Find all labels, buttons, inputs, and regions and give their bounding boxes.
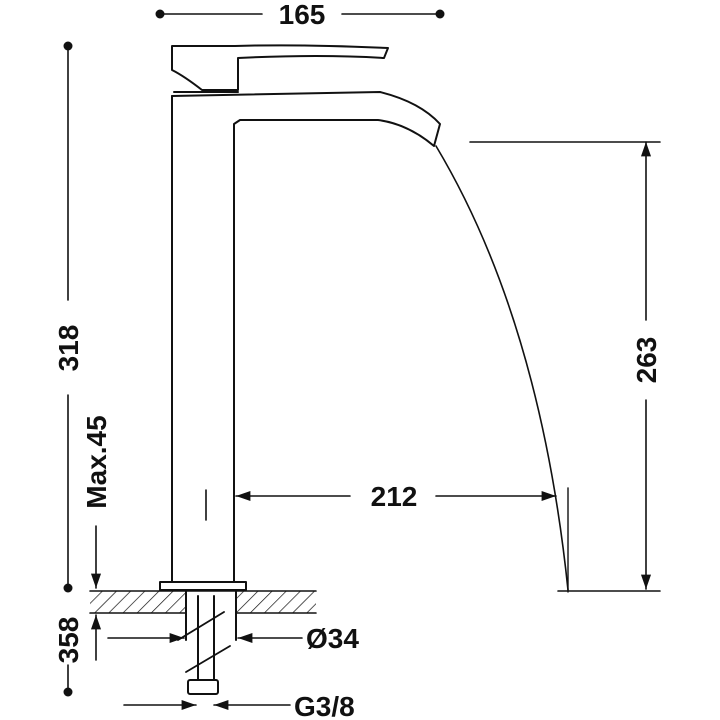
connection-nut	[187, 679, 219, 695]
water-stream	[435, 145, 569, 591]
supply-shank	[177, 590, 237, 695]
dim-212-label: 212	[371, 481, 418, 512]
spout	[171, 91, 441, 583]
dim-connection-label: G3/8	[294, 691, 355, 720]
base-plate	[159, 581, 247, 591]
dim-165-label: 165	[279, 0, 326, 30]
faucet-body	[159, 44, 441, 591]
dim-diameter-label: Ø34	[306, 623, 359, 654]
deck	[89, 590, 317, 614]
dim-318-label: 318	[53, 325, 84, 372]
lever-handle	[171, 44, 389, 91]
dim-263-label: 263	[631, 337, 662, 384]
dim-358-label: 358	[53, 617, 84, 664]
dim-max45-label: Max.45	[81, 415, 112, 508]
dimension-lines	[67, 13, 661, 711]
dimension-dots	[63, 9, 445, 697]
